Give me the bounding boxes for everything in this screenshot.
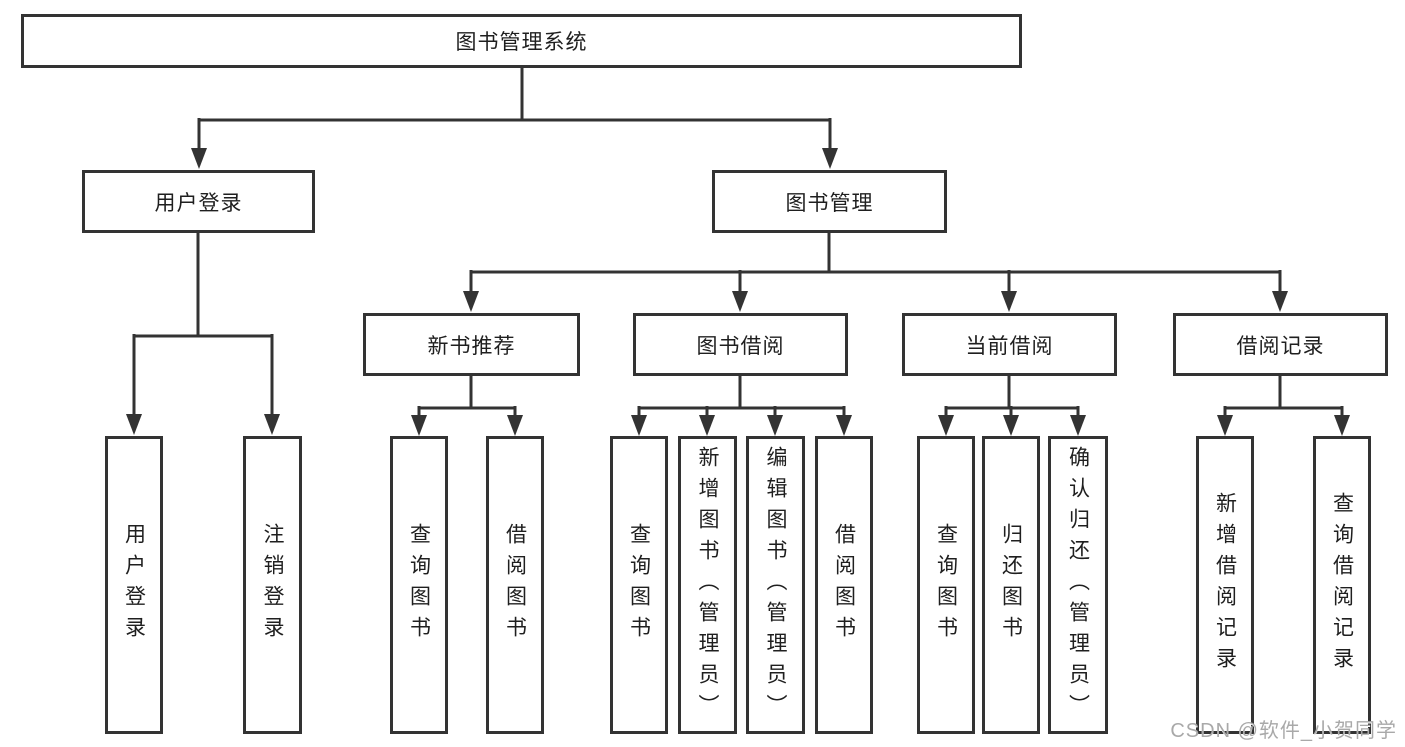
leaf-borrow-book: 借阅图书 xyxy=(486,436,544,734)
leaf-label: 查询借阅记录 xyxy=(1330,492,1354,678)
leaf-add-book-admin: 新增图书（管理员） xyxy=(678,436,737,734)
leaf-query-borrow-record: 查询借阅记录 xyxy=(1313,436,1371,734)
leaf-label: 新增图书（管理员） xyxy=(696,445,719,725)
node-borrow-record: 借阅记录 xyxy=(1173,313,1388,376)
leaf-label: 编辑图书（管理员） xyxy=(764,445,787,725)
node-label: 图书借阅 xyxy=(696,334,785,358)
leaf-label: 归还图书 xyxy=(999,523,1023,647)
node-book-borrow: 图书借阅 xyxy=(633,313,848,376)
leaf-label: 查询图书 xyxy=(407,523,431,647)
node-user-login: 用户登录 xyxy=(82,170,315,233)
leaf-query-book: 查询图书 xyxy=(390,436,448,734)
csdn-watermark: CSDN @软件_小贺同学 xyxy=(1170,720,1397,742)
node-new-book-recommend: 新书推荐 xyxy=(363,313,580,376)
leaf-label: 查询图书 xyxy=(627,523,651,647)
leaf-confirm-return-admin: 确认归还（管理员） xyxy=(1048,436,1108,734)
leaf-return-book: 归还图书 xyxy=(982,436,1040,734)
node-label: 新书推荐 xyxy=(427,334,516,358)
leaf-label: 新增借阅记录 xyxy=(1213,492,1237,678)
node-label: 当前借阅 xyxy=(965,334,1054,358)
leaf-label: 借阅图书 xyxy=(503,523,527,647)
node-current-borrow: 当前借阅 xyxy=(902,313,1117,376)
leaf-user-login: 用户登录 xyxy=(105,436,163,734)
leaf-add-borrow-record: 新增借阅记录 xyxy=(1196,436,1254,734)
node-label: 借阅记录 xyxy=(1236,334,1325,358)
leaf-label: 用户登录 xyxy=(122,523,146,647)
leaf-label: 注销登录 xyxy=(261,523,284,647)
leaf-edit-book-admin: 编辑图书（管理员） xyxy=(746,436,805,734)
leaf-label: 借阅图书 xyxy=(832,523,856,647)
leaf-label: 确认归还（管理员） xyxy=(1066,445,1090,725)
leaf-query-book: 查询图书 xyxy=(917,436,975,734)
node-root-system: 图书管理系统 xyxy=(21,14,1022,68)
node-label: 用户登录 xyxy=(154,191,243,215)
node-label: 图书管理系统 xyxy=(455,31,588,54)
node-book-management: 图书管理 xyxy=(712,170,947,233)
leaf-label: 查询图书 xyxy=(934,523,958,647)
leaf-query-book: 查询图书 xyxy=(610,436,668,734)
leaf-logout: 注销登录 xyxy=(243,436,302,734)
node-label: 图书管理 xyxy=(785,191,874,215)
leaf-borrow-book: 借阅图书 xyxy=(815,436,873,734)
